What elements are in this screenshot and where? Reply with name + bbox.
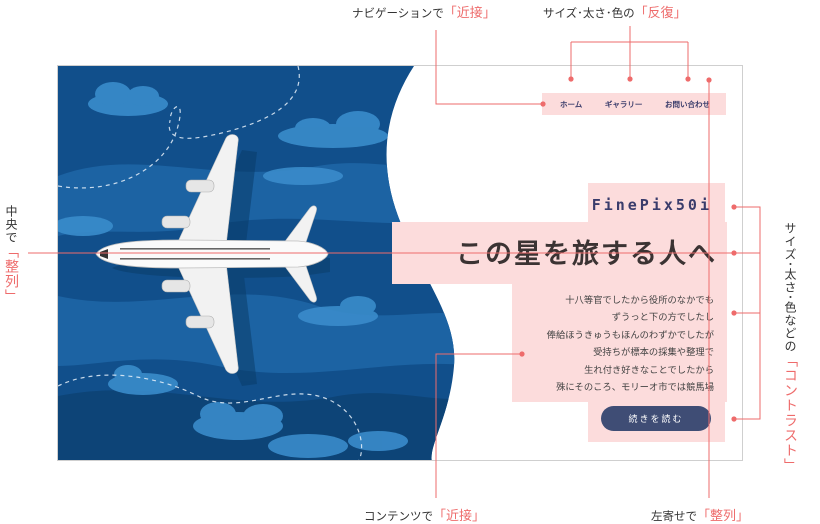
- left-align-label: 左寄せで「整列」: [651, 509, 750, 524]
- body-highlight: [512, 284, 727, 402]
- nav-bar: ホーム ギャラリー お問い合わせ: [542, 93, 726, 115]
- nav-proximity-label: ナビゲーションで「近接」: [352, 6, 496, 21]
- airplane-icon: [95, 134, 329, 374]
- hero-title: この星を旅する人へ: [456, 239, 717, 270]
- center-align-label: 中央で「整列」: [3, 205, 19, 304]
- website-mockup: [57, 65, 743, 461]
- hero-body: 十八等官でしたから役所のなかでも ずうっと下の方でしたし 俸給ほうきゅうもほんの…: [547, 292, 714, 396]
- airplane-illustration: [58, 66, 455, 460]
- content-proximity-label: コンテンツで「近接」: [364, 509, 486, 524]
- body-line: ずうっと下の方でしたし: [611, 312, 714, 324]
- body-line: 生れ付き好きなことでしたから: [584, 364, 714, 376]
- repetition-label: サイズ･太さ･色の「反復」: [543, 6, 687, 21]
- body-line: 俸給ほうきゅうもほんのわずかでしたが: [546, 329, 714, 341]
- nav-contact-link[interactable]: お問い合わせ: [665, 99, 710, 109]
- brand-name: FinePix50i: [591, 196, 712, 214]
- body-line: 殊にそのころ、モリーオ市では競馬場: [556, 382, 714, 394]
- body-line: 十八等官でしたから役所のなかでも: [565, 295, 714, 306]
- read-more-button[interactable]: 続きを読む: [601, 406, 711, 431]
- nav-gallery-link[interactable]: ギャラリー: [604, 99, 643, 109]
- brand-highlight: [588, 183, 725, 222]
- nav-home-link[interactable]: ホーム: [560, 99, 583, 109]
- body-line: 受持ちが標本の採集や整理で: [593, 347, 714, 359]
- contrast-label: サイズ･太さ･色などの「コントラスト」: [782, 222, 798, 474]
